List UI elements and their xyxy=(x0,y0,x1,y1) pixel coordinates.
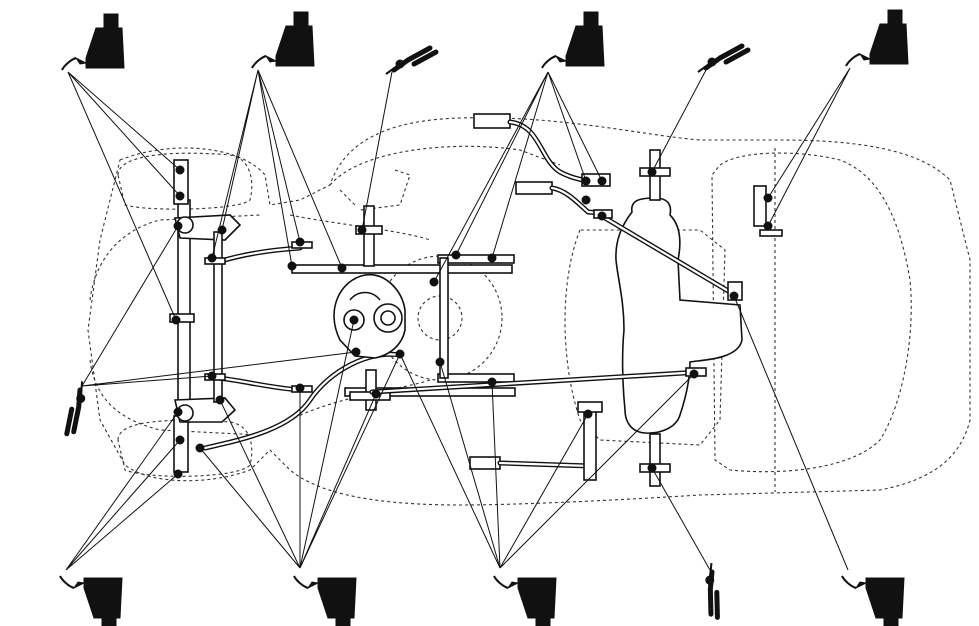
oil-can-icon xyxy=(689,563,737,619)
grease-gun-icon xyxy=(841,575,905,626)
grease-gun-icon xyxy=(493,575,557,626)
steering-sector xyxy=(333,273,406,359)
oil-can-icon xyxy=(50,381,102,436)
front-axle xyxy=(169,159,242,473)
grease-gun-icon xyxy=(61,13,125,71)
grease-gun-icon xyxy=(845,9,909,67)
grease-gun-icon xyxy=(541,11,605,69)
rear-assembly xyxy=(597,149,783,487)
tractor-body-outline xyxy=(87,117,971,506)
grease-gun-icon xyxy=(293,575,357,626)
grease-gun-icon xyxy=(59,575,123,626)
leader-lines xyxy=(65,67,851,571)
oil-can-icon xyxy=(698,46,748,72)
oil-can-icon xyxy=(386,48,436,74)
grease-gun-icon xyxy=(251,11,315,69)
